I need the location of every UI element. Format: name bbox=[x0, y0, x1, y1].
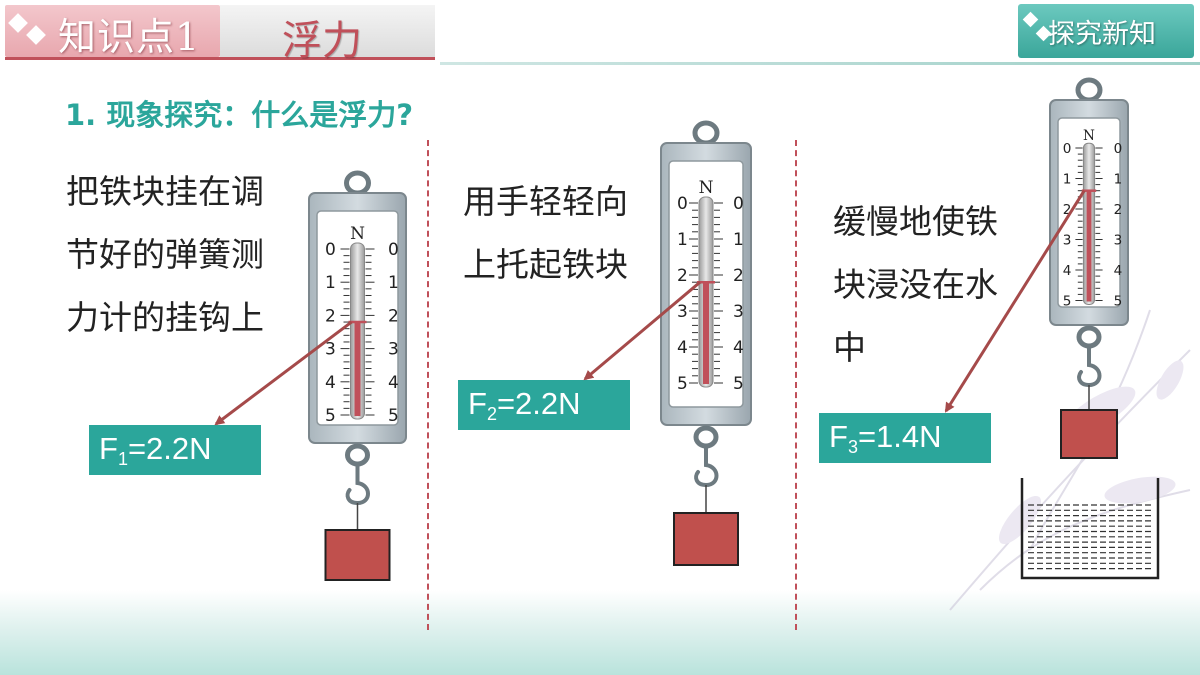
force-value: =2.2N bbox=[496, 386, 581, 421]
tick-label-left: 2 bbox=[325, 306, 336, 326]
section-label: 知识点1 bbox=[58, 15, 201, 59]
step-line: 节好的弹簧测 bbox=[66, 235, 264, 274]
step-text-3: 缓慢地使铁 块浸没在水 中 bbox=[833, 190, 998, 379]
tick-label-right: 2 bbox=[1114, 202, 1123, 218]
tick-label-left: 0 bbox=[677, 194, 688, 214]
step-line: 中 bbox=[833, 328, 866, 367]
tick-label-left: 2 bbox=[1063, 202, 1072, 218]
section-title: 浮力 bbox=[282, 18, 362, 64]
tick-label-left: 4 bbox=[677, 338, 688, 358]
force-symbol: F bbox=[468, 386, 487, 421]
force-subscript: 2 bbox=[486, 404, 497, 424]
tick-label-right: 1 bbox=[1114, 171, 1123, 187]
hook bbox=[694, 444, 719, 488]
unit-label: N bbox=[350, 224, 365, 244]
iron-block bbox=[324, 529, 391, 581]
tick-label-left: 0 bbox=[325, 240, 336, 260]
section-tag: 探究新知 bbox=[1048, 19, 1156, 50]
step-line: 块浸没在水 bbox=[833, 265, 998, 304]
tick-label-left: 3 bbox=[677, 302, 688, 322]
tick-label-right: 1 bbox=[388, 273, 399, 293]
beaker-outline bbox=[1020, 478, 1160, 580]
step-text-1: 把铁块挂在调 节好的弹簧测 力计的挂钩上 bbox=[66, 160, 264, 349]
bottom-ring bbox=[345, 443, 370, 467]
water-beaker bbox=[1020, 478, 1160, 580]
tick-label-left: 1 bbox=[325, 273, 336, 293]
reading-arrow bbox=[583, 281, 701, 381]
tick-label-right: 2 bbox=[733, 266, 744, 286]
tick-label-left: 3 bbox=[325, 340, 336, 360]
tick-label-right: 3 bbox=[733, 302, 744, 322]
section-title-bar bbox=[220, 5, 435, 57]
tick-label-right: 3 bbox=[1114, 232, 1123, 248]
force-reading-3: F3=1.4N bbox=[819, 413, 991, 463]
step-line: 把铁块挂在调 bbox=[66, 172, 264, 211]
tick-label-right: 4 bbox=[388, 373, 399, 393]
unit-label: N bbox=[1083, 128, 1095, 144]
question-heading: 1. 现象探究：什么是浮力? bbox=[65, 98, 414, 132]
tick-label-right: 2 bbox=[388, 306, 399, 326]
tick-label-left: 5 bbox=[677, 374, 688, 394]
tick-label-right: 0 bbox=[1114, 141, 1123, 157]
tick-label-right: 3 bbox=[388, 340, 399, 360]
tick-label-right: 0 bbox=[733, 194, 744, 214]
reading-arrow bbox=[214, 320, 353, 426]
tick-label-left: 1 bbox=[1063, 171, 1072, 187]
force-symbol: F bbox=[829, 419, 848, 454]
bottom-ring bbox=[693, 425, 719, 449]
force-symbol: F bbox=[99, 431, 118, 466]
top-ring bbox=[692, 120, 720, 146]
force-value: =2.2N bbox=[127, 431, 212, 466]
red-indicator bbox=[354, 322, 361, 416]
iron-block bbox=[1060, 409, 1118, 459]
hook bbox=[345, 462, 370, 506]
step-line: 上托起铁块 bbox=[463, 245, 628, 284]
force-subscript: 3 bbox=[847, 437, 858, 457]
tick-label-right: 0 bbox=[388, 240, 399, 260]
red-indicator bbox=[703, 282, 709, 384]
tick-label-right: 4 bbox=[733, 338, 744, 358]
tick-label-left: 5 bbox=[1063, 293, 1072, 309]
tick-label-left: 1 bbox=[677, 230, 688, 250]
force-value: =1.4N bbox=[857, 419, 942, 454]
tick-label-left: 2 bbox=[677, 266, 688, 286]
tick-label-right: 5 bbox=[733, 374, 744, 394]
step-line: 力计的挂钩上 bbox=[66, 298, 264, 337]
hook bbox=[1077, 344, 1102, 388]
header-rule bbox=[440, 62, 1200, 65]
header-underline bbox=[5, 57, 435, 60]
unit-label: N bbox=[699, 178, 714, 198]
tick-label-left: 3 bbox=[1063, 232, 1072, 248]
force-reading-2: F2=2.2N bbox=[458, 380, 630, 430]
reading-arrow bbox=[944, 189, 1086, 413]
tick-label-left: 0 bbox=[1063, 141, 1072, 157]
step-line: 缓慢地使铁 bbox=[833, 202, 998, 241]
bottom-ring bbox=[1076, 325, 1102, 349]
tick-label-left: 5 bbox=[325, 406, 336, 426]
column-divider bbox=[795, 140, 797, 630]
bottom-gradient-band bbox=[0, 590, 1200, 675]
column-divider bbox=[427, 140, 429, 630]
tick-label-right: 5 bbox=[1114, 293, 1123, 309]
tick-label-right: 1 bbox=[733, 230, 744, 250]
force-reading-1: F1=2.2N bbox=[89, 425, 261, 475]
step-text-2: 用手轻轻向 上托起铁块 bbox=[463, 170, 628, 296]
red-indicator bbox=[1086, 190, 1092, 302]
step-line: 用手轻轻向 bbox=[463, 182, 628, 221]
tick-label-right: 5 bbox=[388, 406, 399, 426]
top-ring bbox=[1075, 77, 1103, 103]
tick-label-left: 4 bbox=[1063, 263, 1072, 279]
tick-label-left: 4 bbox=[325, 373, 336, 393]
force-subscript: 1 bbox=[117, 449, 128, 469]
top-ring bbox=[344, 170, 371, 196]
iron-block bbox=[673, 512, 739, 566]
spring-scale-2: N0 0 1 1 2 2 3 3 4 4 5 5 bbox=[583, 120, 752, 566]
tick-label-right: 4 bbox=[1114, 263, 1123, 279]
